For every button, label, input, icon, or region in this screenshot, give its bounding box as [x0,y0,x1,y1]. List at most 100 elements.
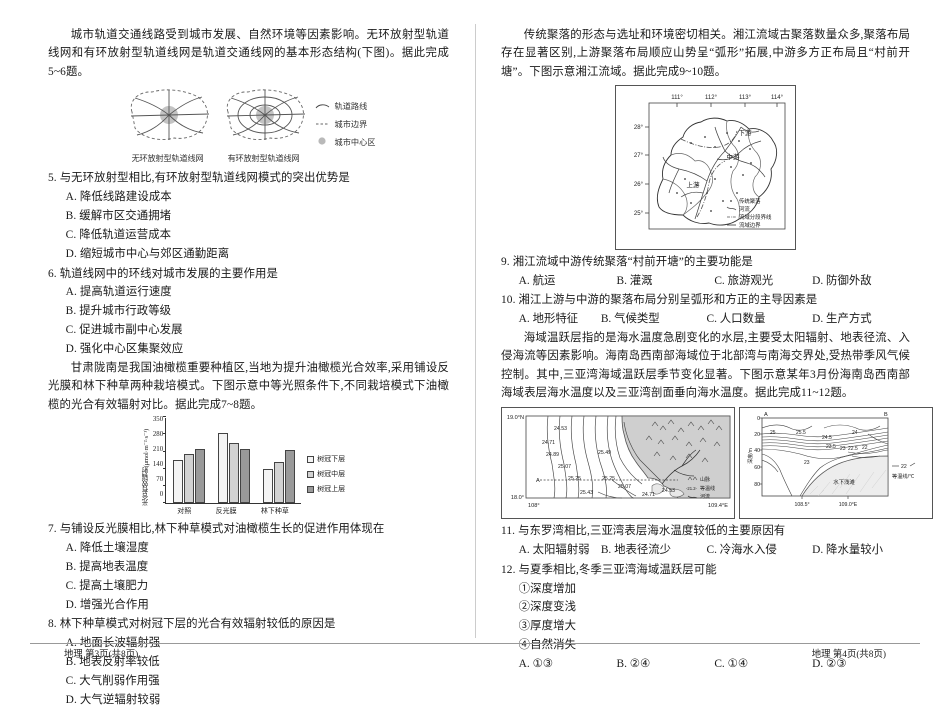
question-5-option-a[interactable]: A. 降低线路建设成本 [65,191,172,204]
question-5-option-c[interactable]: C. 降低轨道运营成本 [65,229,172,242]
question-12-option-a[interactable]: A. ①③ [518,658,554,671]
question-6-option-d[interactable]: D. 强化中心区集聚效应 [65,343,184,356]
question-6-option-a[interactable]: A. 提高轨道运行速度 [65,286,172,299]
section-isotherm-225: 22.5 [848,446,858,452]
y-tick-mark [163,467,167,469]
question-6-option-c[interactable]: C. 促进城市副中心发展 [65,324,183,337]
question-12-option-d[interactable]: D. ②③ [812,658,847,671]
question-11-option-c[interactable]: C. 冷海水入侵 [706,544,777,557]
legend-item-city-boundary: 城市边界 [314,118,376,131]
question-10-options: A. 地形特征 B. 气候类型 C. 人口数量 D. 生产方式 [501,310,910,328]
isotherm-label-2543: 25.43 [580,490,593,496]
question-10-option-c[interactable]: C. 人口数量 [706,313,766,326]
footer-right-page-number: 地理 第4页(共8页) [811,650,886,660]
lon-tick-113: 113° [739,95,752,101]
question-5-stem: 5. 与无环放射型相比,有环放射型轨道线网模式的突出优势是 [48,172,350,185]
isotherm-label-2453b: 24.53 [662,488,675,494]
question-6-option-b[interactable]: B. 提升城市行政等级 [65,305,172,318]
question-11-options: A. 太阳辐射弱 B. 地表径流少 C. 冷海水入侵 D. 降水量较小 [501,541,910,559]
question-9-option-c[interactable]: C. 旅游观光 [714,274,774,287]
section-legend-value: 22 [901,464,907,470]
bar [183,454,194,504]
question-12-option-b[interactable]: B. ②④ [616,658,651,671]
question-12-statement-2: ②深度变浅 [518,601,577,614]
section-depth-axis-label: 深度/m [747,448,754,464]
legend-label-city-boundary: 城市边界 [334,120,368,130]
question-8-option-c[interactable]: C. 大气削弱作用强 [65,675,160,688]
lon-tick-112: 112° [705,95,718,101]
question-10-stem: 10. 湘江上游与中游的聚落布局分别呈弧形和方正的主导因素是 [501,294,818,307]
rail-caption-no-ring: 无环放射型轨道线网 [131,153,204,163]
isotherm-label-2525: 25.25 [568,476,581,482]
footer-left-page-number: 地理 第3页(共8页) [64,650,139,660]
depth-tick-20: 20 [754,432,760,438]
question-9-stem: 9. 湘江流域中游传统聚落“村前开塘”的主要功能是 [501,255,753,268]
question-8-option-d[interactable]: D. 大气逆辐射较弱 [65,694,161,707]
question-10-option-b[interactable]: B. 气候类型 [600,313,660,326]
section-mark-a: A [536,478,540,484]
bar-group [217,418,250,504]
xlabel-reflective-film: 反光膜 [215,506,237,515]
bar [172,460,183,504]
rail-caption-with-ring: 有环放射型轨道线网 [227,153,300,163]
bar [228,442,239,504]
question-11-option-b[interactable]: B. 地表径流少 [600,544,672,557]
y-tick-mark [163,416,167,418]
section-isotherm-235: 23.5 [826,444,836,450]
chart-y-axis-label: 光合有效辐射(μmol·m⁻²·s⁻¹) [143,429,151,507]
section-isotherm-23: 23 [840,446,846,452]
question-7-option-c[interactable]: C. 提高土壤肥力 [65,579,149,592]
section-isotherm-24: 24 [852,430,858,436]
sea-map-lat-bottom: 18.0° [511,495,524,501]
question-5-option-b[interactable]: B. 缓解市区交通拥堵 [65,210,172,223]
swatch-canopy-middle-icon [307,471,315,479]
section-isotherm-25: 25 [770,430,776,436]
rail-line-icon [314,100,331,113]
section-isotherm-245: 24.5 [822,435,832,441]
legend-item-rail-line: 轨道路线 [314,100,376,113]
question-10-option-d[interactable]: D. 生产方式 [812,313,872,326]
legend-item-canopy-lower: 树冠下层 [307,454,345,465]
question-7-option-d[interactable]: D. 增强光合作用 [65,598,149,611]
question-11-option-d[interactable]: D. 降水量较小 [812,544,884,557]
section-legend-label: 等温线/℃ [892,472,914,480]
bar [194,448,205,504]
question-9-option-a[interactable]: A. 航运 [518,274,556,287]
y-tick-mark [163,502,167,504]
depth-tick-60: 60 [754,465,760,471]
bar [262,469,273,504]
page-footer: 地理 第3页(共8页) 地理 第4页(共8页) [18,646,932,660]
question-11-option-a[interactable]: A. 太阳辐射弱 [518,544,590,557]
question-9-option-b[interactable]: B. 灌溉 [616,274,653,287]
bar [239,449,250,504]
question-7-option-a[interactable]: A. 降低土壤湿度 [65,542,149,555]
rail-figure-legend: 轨道路线 城市边界 城市中心区 [314,86,376,149]
question-12-statement-4: ④自然消失 [518,639,577,652]
question-7-stem: 7. 与铺设反光膜相比,林下种草模式对油橄榄生长的促进作用体现在 [48,523,385,536]
question-5-option-d[interactable]: D. 缩短城市中心与郊区通勤距离 [65,248,230,261]
chart-legend: 树冠下层 树冠中层 树冠上层 [301,454,345,495]
question-10-option-a[interactable]: A. 地形特征 [518,313,579,326]
map-label-upstream: 上游 [687,180,701,189]
question-9-options: A. 航运 B. 灌溉 C. 旅游观光 D. 防御外敌 [501,272,910,290]
sea-map-lon-right: 109.4°E [708,503,728,509]
section-point-a: A [764,412,768,418]
ytick-350: 350 [152,416,164,424]
legend-item-city-center: 城市中心区 [314,136,375,149]
question-8-option-b[interactable]: B. 地表反射率较低 [65,656,160,669]
question-7-option-b[interactable]: B. 提高地表温度 [65,561,149,574]
section-lon-1085: 108.5° [794,502,809,508]
sea-legend-isoline: 等温线 [700,485,715,492]
question-12-option-c[interactable]: C. ①④ [714,658,749,671]
question-9-option-d[interactable]: D. 防御外敌 [812,274,872,287]
legend-label-canopy-upper: 树冠上层 [317,484,346,493]
sea-cross-section: A B 0 20 40 60 80 [739,406,933,520]
isotherm-label-2471b: 24.71 [642,492,655,498]
bar [217,433,228,504]
legend-label-canopy-lower: 树冠下层 [317,455,346,464]
map-legend-basin-boundary: 流域边界 [739,221,761,229]
map-legend-segment-line: 流域分段界线 [739,213,772,221]
sea-legend-isoline-value: -21.2- [686,486,698,491]
map-legend-settlement: 传统聚落 [739,197,761,205]
city-center-blob-icon [314,136,331,149]
